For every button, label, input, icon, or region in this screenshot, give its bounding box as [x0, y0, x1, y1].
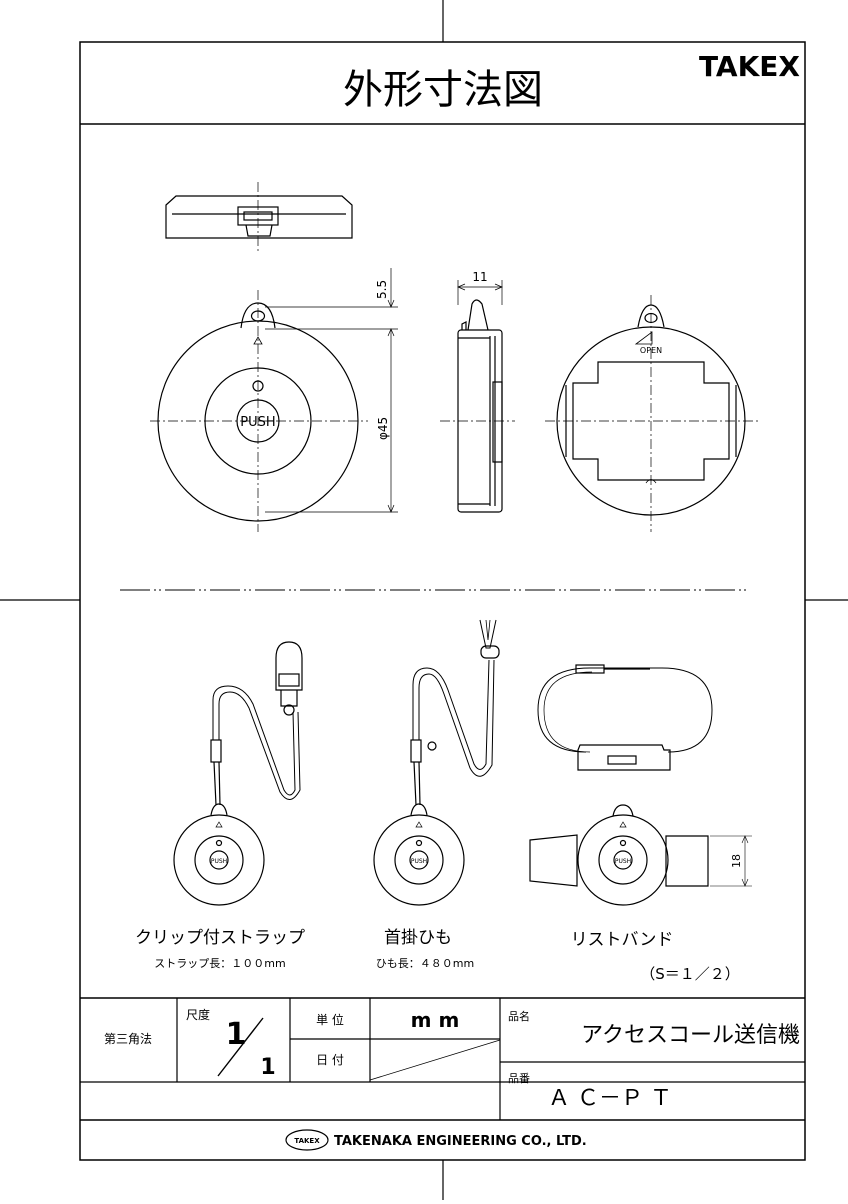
wristband-top-illustration	[537, 664, 713, 771]
push-label-small-2: PUSH	[411, 858, 427, 865]
top-view	[165, 182, 353, 252]
caption-clip-sub: ストラップ長：１００mm	[154, 957, 285, 970]
caption-neck-title: 首掛ひも	[384, 928, 452, 948]
code-label: 品番	[508, 1072, 530, 1085]
side-view: 11	[440, 270, 515, 513]
brand-logo: TAKEX	[699, 50, 800, 83]
dim-band: 18	[730, 854, 743, 868]
caption-neck-sub: ひも長：４８０mm	[376, 957, 474, 970]
clip-strap-illustration: PUSH	[173, 641, 303, 906]
footer-logo-oval	[285, 1129, 329, 1151]
date-label: 日 付	[316, 1053, 344, 1067]
dim-width: 11	[472, 270, 487, 284]
product-code: Ａ Ｃ－Ｐ Ｔ	[548, 1086, 672, 1111]
dim-top: 5.5	[375, 280, 389, 299]
unit-value: m m	[411, 1008, 460, 1032]
scale-denominator: 1	[260, 1055, 275, 1080]
projection-label: 第三角法	[104, 1032, 152, 1046]
footer: TAKEX TAKENAKA ENGINEERING CO., LTD.	[285, 1129, 587, 1151]
page-title: 外形寸法図	[343, 67, 543, 113]
company-name: TAKENAKA ENGINEERING CO., LTD.	[334, 1134, 587, 1149]
product-name: アクセスコール送信機	[581, 1023, 800, 1048]
front-view: PUSH 5.5 φ45	[150, 268, 398, 532]
scale-note: （S＝１／２）	[640, 965, 740, 983]
push-label-small: PUSH	[211, 858, 227, 865]
footer-logo-text: TAKEX	[294, 1137, 320, 1145]
scale-numerator: 1	[226, 1017, 247, 1052]
caption-clip-title: クリップ付ストラップ	[135, 928, 305, 948]
back-view: OPEN	[545, 295, 758, 532]
sheet-border	[79, 41, 806, 1161]
scale-label: 尺度	[186, 1007, 210, 1022]
push-label-small-3: PUSH	[615, 858, 631, 865]
caption-wrist-title: リストバンド	[571, 930, 674, 950]
wristband-front-illustration: PUSH 18	[529, 804, 752, 906]
neck-strap-illustration: PUSH	[373, 619, 500, 906]
unit-label: 単 位	[316, 1012, 344, 1027]
name-label: 品名	[508, 1009, 530, 1023]
dim-diameter: φ45	[376, 417, 390, 440]
title-block	[80, 997, 805, 1121]
